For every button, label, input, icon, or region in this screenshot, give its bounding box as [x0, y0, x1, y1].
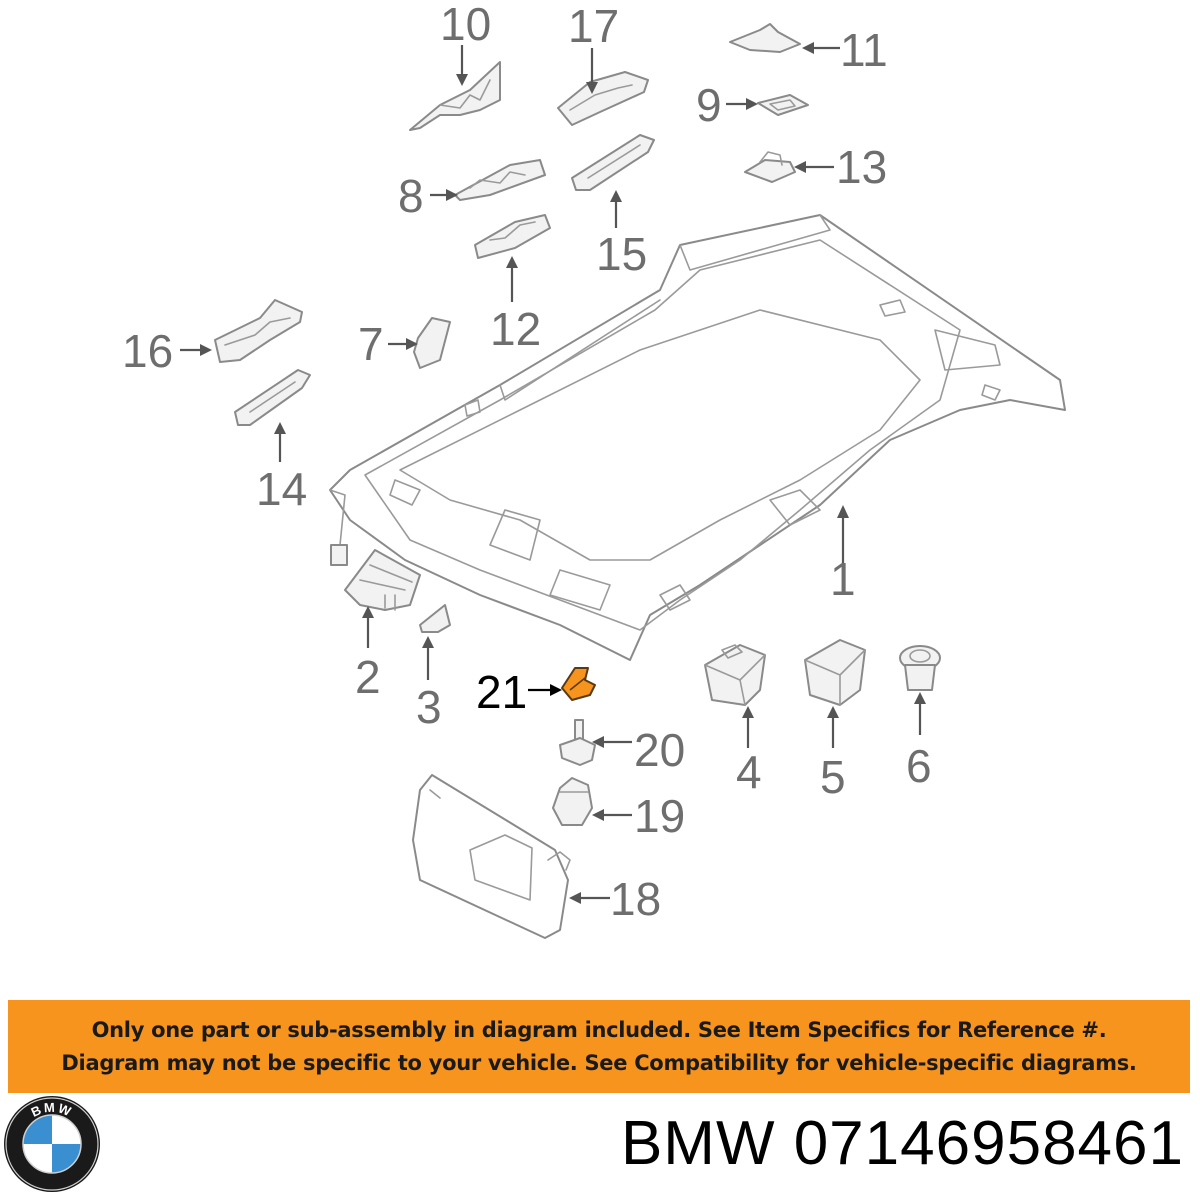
- part-16-bracket: [214, 299, 303, 363]
- callout-21: 21: [476, 666, 527, 718]
- part-18-sun-visor: [412, 774, 571, 939]
- part-8-bracket: [454, 159, 546, 201]
- callout-17: 17: [568, 0, 619, 52]
- part-number: 07146958461: [793, 1109, 1184, 1178]
- parts-diagram: 1 2 3 4 5 6 7 8 9 10 11 12 13 14 15 16 1…: [122, 0, 1066, 939]
- callout-9: 9: [696, 79, 722, 131]
- part-20-pin: [559, 719, 596, 766]
- callout-4: 4: [736, 746, 762, 798]
- bmw-logo: BMW: [4, 1096, 100, 1192]
- callout-8: 8: [398, 170, 424, 222]
- part-4-clip: [704, 644, 766, 706]
- part-7-cover: [413, 317, 451, 369]
- callout-13: 13: [836, 141, 887, 193]
- callout-11: 11: [840, 24, 888, 76]
- callout-labels: 1 2 3 4 5 6 7 8 9 10 11 12 13 14 15 16 1…: [122, 0, 932, 925]
- callout-18: 18: [610, 873, 661, 925]
- part-3-clip: [419, 604, 451, 633]
- part-11-bracket: [729, 23, 801, 53]
- part-15-grab-handle: [571, 134, 655, 191]
- part-17-bracket: [557, 71, 649, 126]
- callout-15: 15: [596, 228, 647, 280]
- part-title: BMW 07146958461: [621, 1104, 1184, 1184]
- callout-6: 6: [906, 740, 932, 792]
- part-6-grommet: [899, 645, 941, 691]
- callout-3: 3: [416, 681, 442, 733]
- part-19-clip: [552, 777, 593, 826]
- part-5-clip: [804, 639, 866, 706]
- disclaimer-line-2: Diagram may not be specific to your vehi…: [61, 1050, 1137, 1075]
- callout-20: 20: [634, 724, 685, 776]
- disclaimer-banner: Only one part or sub-assembly in diagram…: [8, 1000, 1190, 1093]
- callout-16: 16: [122, 325, 173, 377]
- callout-19: 19: [634, 790, 685, 842]
- callout-14: 14: [256, 463, 307, 515]
- part-12-bracket: [474, 214, 551, 259]
- callout-2: 2: [355, 651, 381, 703]
- brand-name: BMW: [620, 1109, 776, 1178]
- part-1-headliner: [329, 214, 1066, 661]
- part-9-clip: [757, 94, 809, 116]
- disclaimer-line-1: Only one part or sub-assembly in diagram…: [91, 1017, 1107, 1042]
- part-2-bracket: [344, 549, 421, 611]
- callout-12: 12: [490, 303, 541, 355]
- callout-1: 1: [830, 553, 856, 605]
- callout-7: 7: [358, 318, 384, 370]
- callout-5: 5: [820, 751, 846, 803]
- leader-lines: [180, 42, 926, 904]
- part-21-bracket-highlighted: [561, 667, 596, 701]
- logo-letters: BMW: [29, 1100, 75, 1120]
- part-10-bracket: [409, 61, 501, 131]
- part-14-grab-handle: [234, 369, 311, 426]
- part-13-clip: [744, 151, 796, 183]
- callout-10: 10: [440, 0, 491, 50]
